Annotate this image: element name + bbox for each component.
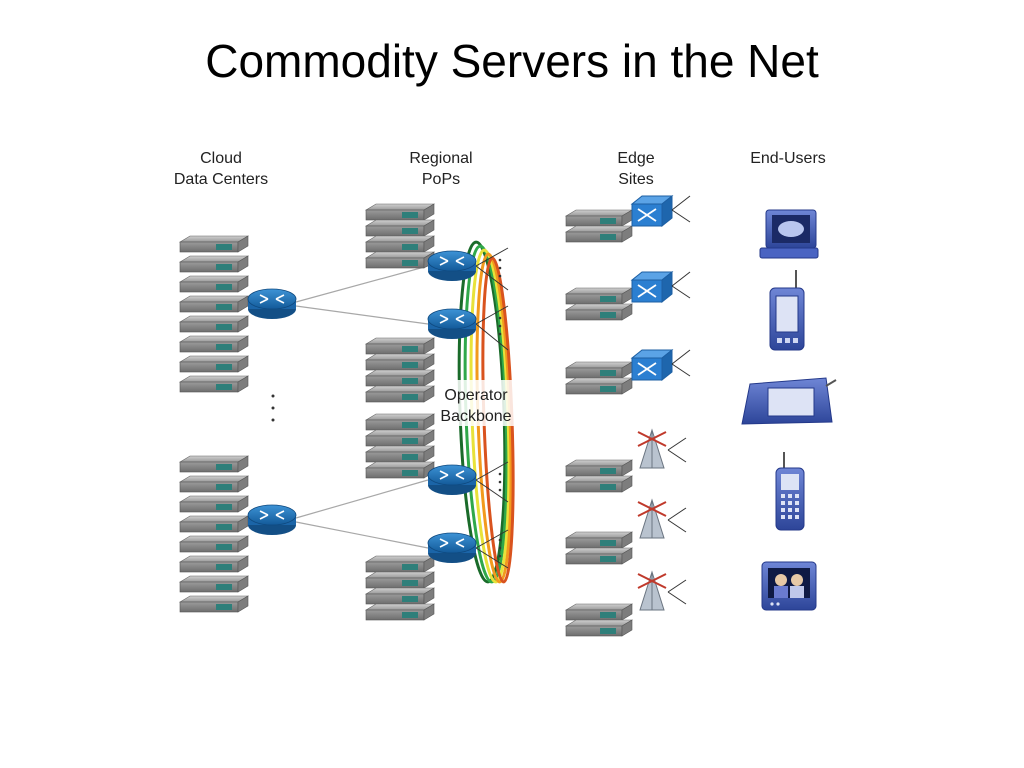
server-unit: [178, 595, 250, 613]
server-unit: [178, 575, 250, 593]
links: [295, 265, 429, 549]
server-stack: [364, 555, 436, 621]
link-dc2-pop3: [295, 479, 429, 519]
server-unit: [364, 603, 436, 621]
server-unit: [178, 315, 250, 333]
server-unit: [564, 209, 634, 227]
link-dc2-pop4: [295, 521, 429, 549]
server-unit: [178, 495, 250, 513]
server-unit: [564, 459, 634, 477]
server-unit: [564, 475, 634, 493]
server-unit: [564, 303, 634, 321]
server-stack: [564, 603, 634, 637]
server-unit: [364, 413, 436, 431]
server-stack: [564, 459, 634, 493]
link-dc1-pop2: [295, 305, 429, 325]
server-unit: [564, 225, 634, 243]
server-unit: [364, 235, 436, 253]
router-icon: [427, 308, 477, 339]
server-unit: [364, 555, 436, 573]
router-icon: [427, 464, 477, 495]
server-unit: [564, 377, 634, 395]
server-unit: [364, 587, 436, 605]
server-unit: [564, 361, 634, 379]
server-unit: [178, 555, 250, 573]
server-stack: [564, 361, 634, 395]
column-label-regional: Regional PoPs: [409, 150, 473, 188]
pop-fanout-lines: [475, 247, 509, 569]
switch-icon: [630, 348, 691, 382]
server-unit: [364, 385, 436, 403]
server-unit: [364, 369, 436, 387]
server-unit: [178, 335, 250, 353]
server-unit: [178, 515, 250, 533]
backbone-label-line2: Backbone: [440, 408, 511, 425]
end-user-devices: [741, 209, 837, 611]
edge-equipment: [630, 194, 691, 611]
server-unit: [178, 535, 250, 553]
server-unit: [178, 355, 250, 373]
tablet-icon: [741, 377, 837, 425]
server-unit: [364, 219, 436, 237]
pda-icon: [769, 270, 805, 351]
server-unit: [178, 295, 250, 313]
switch-icon: [630, 194, 691, 228]
server-stack: [178, 455, 250, 613]
router-icon: [427, 532, 477, 563]
server-unit: [364, 445, 436, 463]
server-unit: [564, 603, 634, 621]
server-unit: [178, 275, 250, 293]
server-unit: [564, 531, 634, 549]
server-unit: [364, 353, 436, 371]
server-unit: [564, 287, 634, 305]
column-label-edge: Edge Sites: [617, 150, 655, 188]
server-unit: [364, 461, 436, 479]
column-label-cloud: Cloud Data Centers: [173, 150, 269, 188]
mobile-phone-icon: [775, 452, 805, 531]
router-icon: [427, 250, 477, 281]
server-unit: [178, 375, 250, 393]
server-unit: [564, 619, 634, 637]
server-stack: [178, 235, 250, 393]
link-dc1-pop1: [295, 265, 429, 303]
server-stack: [564, 531, 634, 565]
desktop-computer-icon: [759, 209, 819, 259]
backbone-label-line1: Operator: [444, 387, 508, 404]
server-unit: [178, 235, 250, 253]
server-unit: [364, 337, 436, 355]
slide-title: Commodity Servers in the Net: [205, 35, 819, 87]
server-stacks: [178, 203, 634, 637]
server-unit: [178, 455, 250, 473]
server-stack: [364, 413, 436, 479]
server-stack: [564, 287, 634, 321]
server-unit: [178, 475, 250, 493]
server-unit: [364, 203, 436, 221]
pop-ellipsis-dots: [498, 258, 502, 558]
server-unit: [564, 547, 634, 565]
routers: [247, 250, 477, 563]
column-label-users: End-Users: [750, 150, 826, 167]
tv-icon: [761, 561, 817, 611]
router-icon: [247, 288, 297, 319]
cell-tower-icon: [637, 498, 687, 539]
router-icon: [247, 504, 297, 535]
cell-tower-icon: [637, 428, 687, 469]
server-stack: [564, 209, 634, 243]
datacenter-ellipsis-dots: [271, 394, 275, 422]
server-unit: [364, 251, 436, 269]
server-stack: [364, 203, 436, 269]
server-stack: [364, 337, 436, 403]
cell-tower-icon: [637, 570, 687, 611]
server-unit: [178, 255, 250, 273]
switch-icon: [630, 270, 691, 304]
server-unit: [364, 571, 436, 589]
server-unit: [364, 429, 436, 447]
